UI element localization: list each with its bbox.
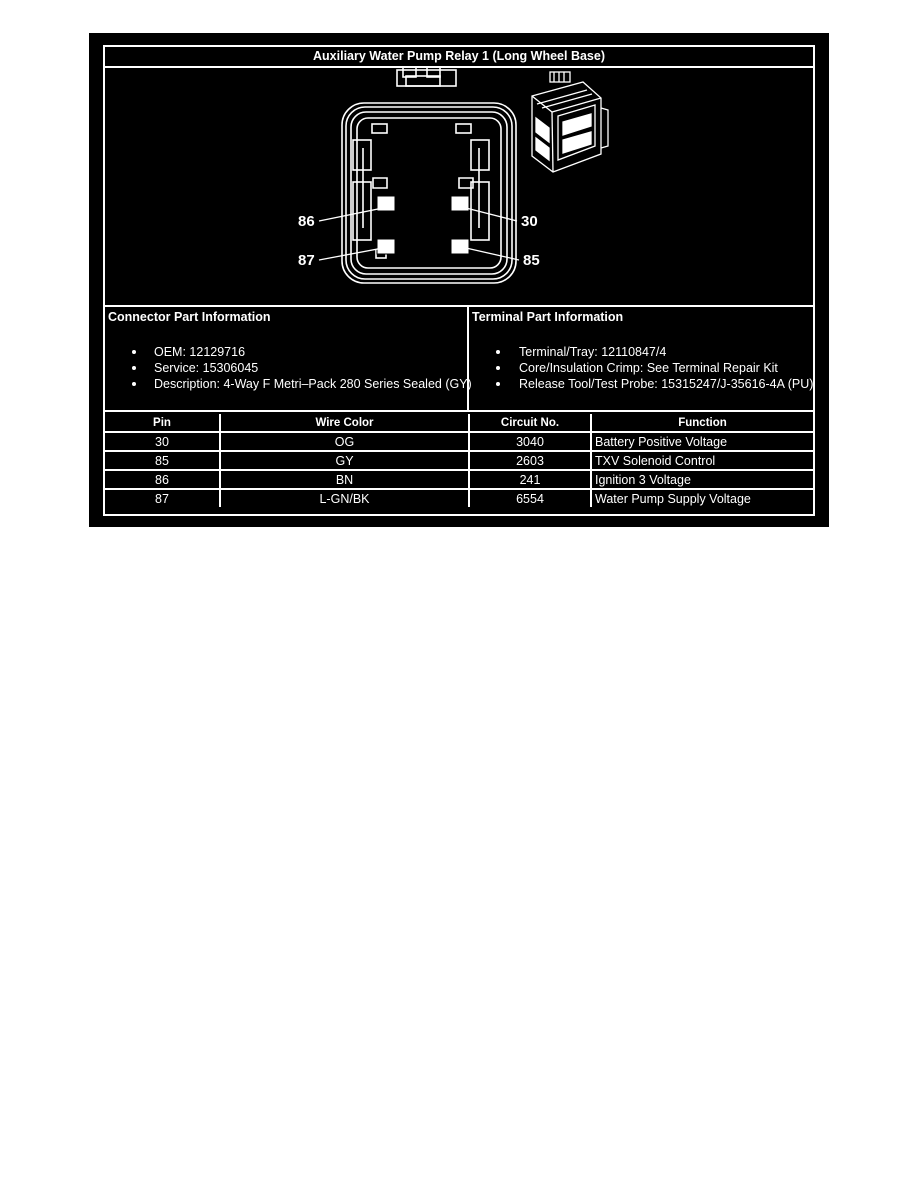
header-function: Function [590,414,813,433]
cell-function: Battery Positive Voltage [590,431,813,452]
cell-wire-color: L-GN/BK [219,488,470,507]
pin-label-85: 85 [523,252,540,269]
housing-outer [341,102,517,284]
terminal-info-heading: Terminal Part Information [472,310,624,324]
bullet-icon [496,382,500,386]
connector-part-info: Connector Part Information OEM: 12129716… [105,307,472,412]
pin-table: Pin Wire Color Circuit No. Function 30 O… [105,414,813,507]
cell-wire-color: BN [219,469,470,490]
cell-pin: 30 [105,431,221,452]
bullet-icon [132,350,136,354]
bullet-icon [496,350,500,354]
list-item: OEM: 12129716 [105,344,472,360]
list-item: Service: 15306045 [105,360,472,376]
header-circuit-no: Circuit No. [468,414,592,433]
table-row: 87 L-GN/BK 6554 Water Pump Supply Voltag… [105,488,813,507]
header-pin: Pin [105,414,221,433]
cell-circuit: 2603 [468,450,592,471]
list-item: Core/Insulation Crimp: See Terminal Repa… [469,360,813,376]
list-item: Release Tool/Test Probe: 15315247/J-3561… [469,376,813,392]
connector-diagram: 86 30 87 85 [105,68,813,307]
cell-pin: 85 [105,450,221,471]
page-title: Auxiliary Water Pump Relay 1 (Long Wheel… [105,47,813,68]
pin-label-30: 30 [521,213,538,230]
cavity-86 [376,195,396,212]
cell-pin: 87 [105,488,221,507]
table-header-row: Pin Wire Color Circuit No. Function [105,414,813,433]
cell-circuit: 241 [468,469,592,490]
list-item: Description: 4-Way F Metri–Pack 280 Seri… [105,376,472,392]
connector-sheet: Auxiliary Water Pump Relay 1 (Long Wheel… [89,33,829,527]
pin-label-86: 86 [298,213,315,230]
bullet-icon [132,382,136,386]
cell-function: TXV Solenoid Control [590,450,813,471]
connector-face-drawing: 86 30 87 85 [298,68,609,284]
cavity-87 [376,238,396,255]
header-wire-color: Wire Color [219,414,470,433]
cell-function: Ignition 3 Voltage [590,469,813,490]
list-item: Terminal/Tray: 12110847/4 [469,344,813,360]
cell-function: Water Pump Supply Voltage [590,488,813,507]
table-row: 30 OG 3040 Battery Positive Voltage [105,431,813,452]
cell-circuit: 6554 [468,488,592,507]
cavity-85 [450,238,470,255]
connector-info-list: OEM: 12129716 Service: 15306045 Descript… [105,344,472,392]
terminal-info-list: Terminal/Tray: 12110847/4 Core/Insulatio… [469,344,813,392]
cell-wire-color: OG [219,431,470,452]
connector-iso-icon [531,71,609,173]
cell-circuit: 3040 [468,431,592,452]
bullet-icon [132,366,136,370]
cell-pin: 86 [105,469,221,490]
pin-label-87: 87 [298,252,315,269]
connector-grid: Auxiliary Water Pump Relay 1 (Long Wheel… [103,45,815,516]
cell-wire-color: GY [219,450,470,471]
terminal-part-info: Terminal Part Information Terminal/Tray:… [469,307,813,412]
bullet-icon [496,366,500,370]
table-row: 86 BN 241 Ignition 3 Voltage [105,469,813,490]
cavity-30 [450,195,470,212]
connector-info-heading: Connector Part Information [108,310,271,324]
table-row: 85 GY 2603 TXV Solenoid Control [105,450,813,471]
